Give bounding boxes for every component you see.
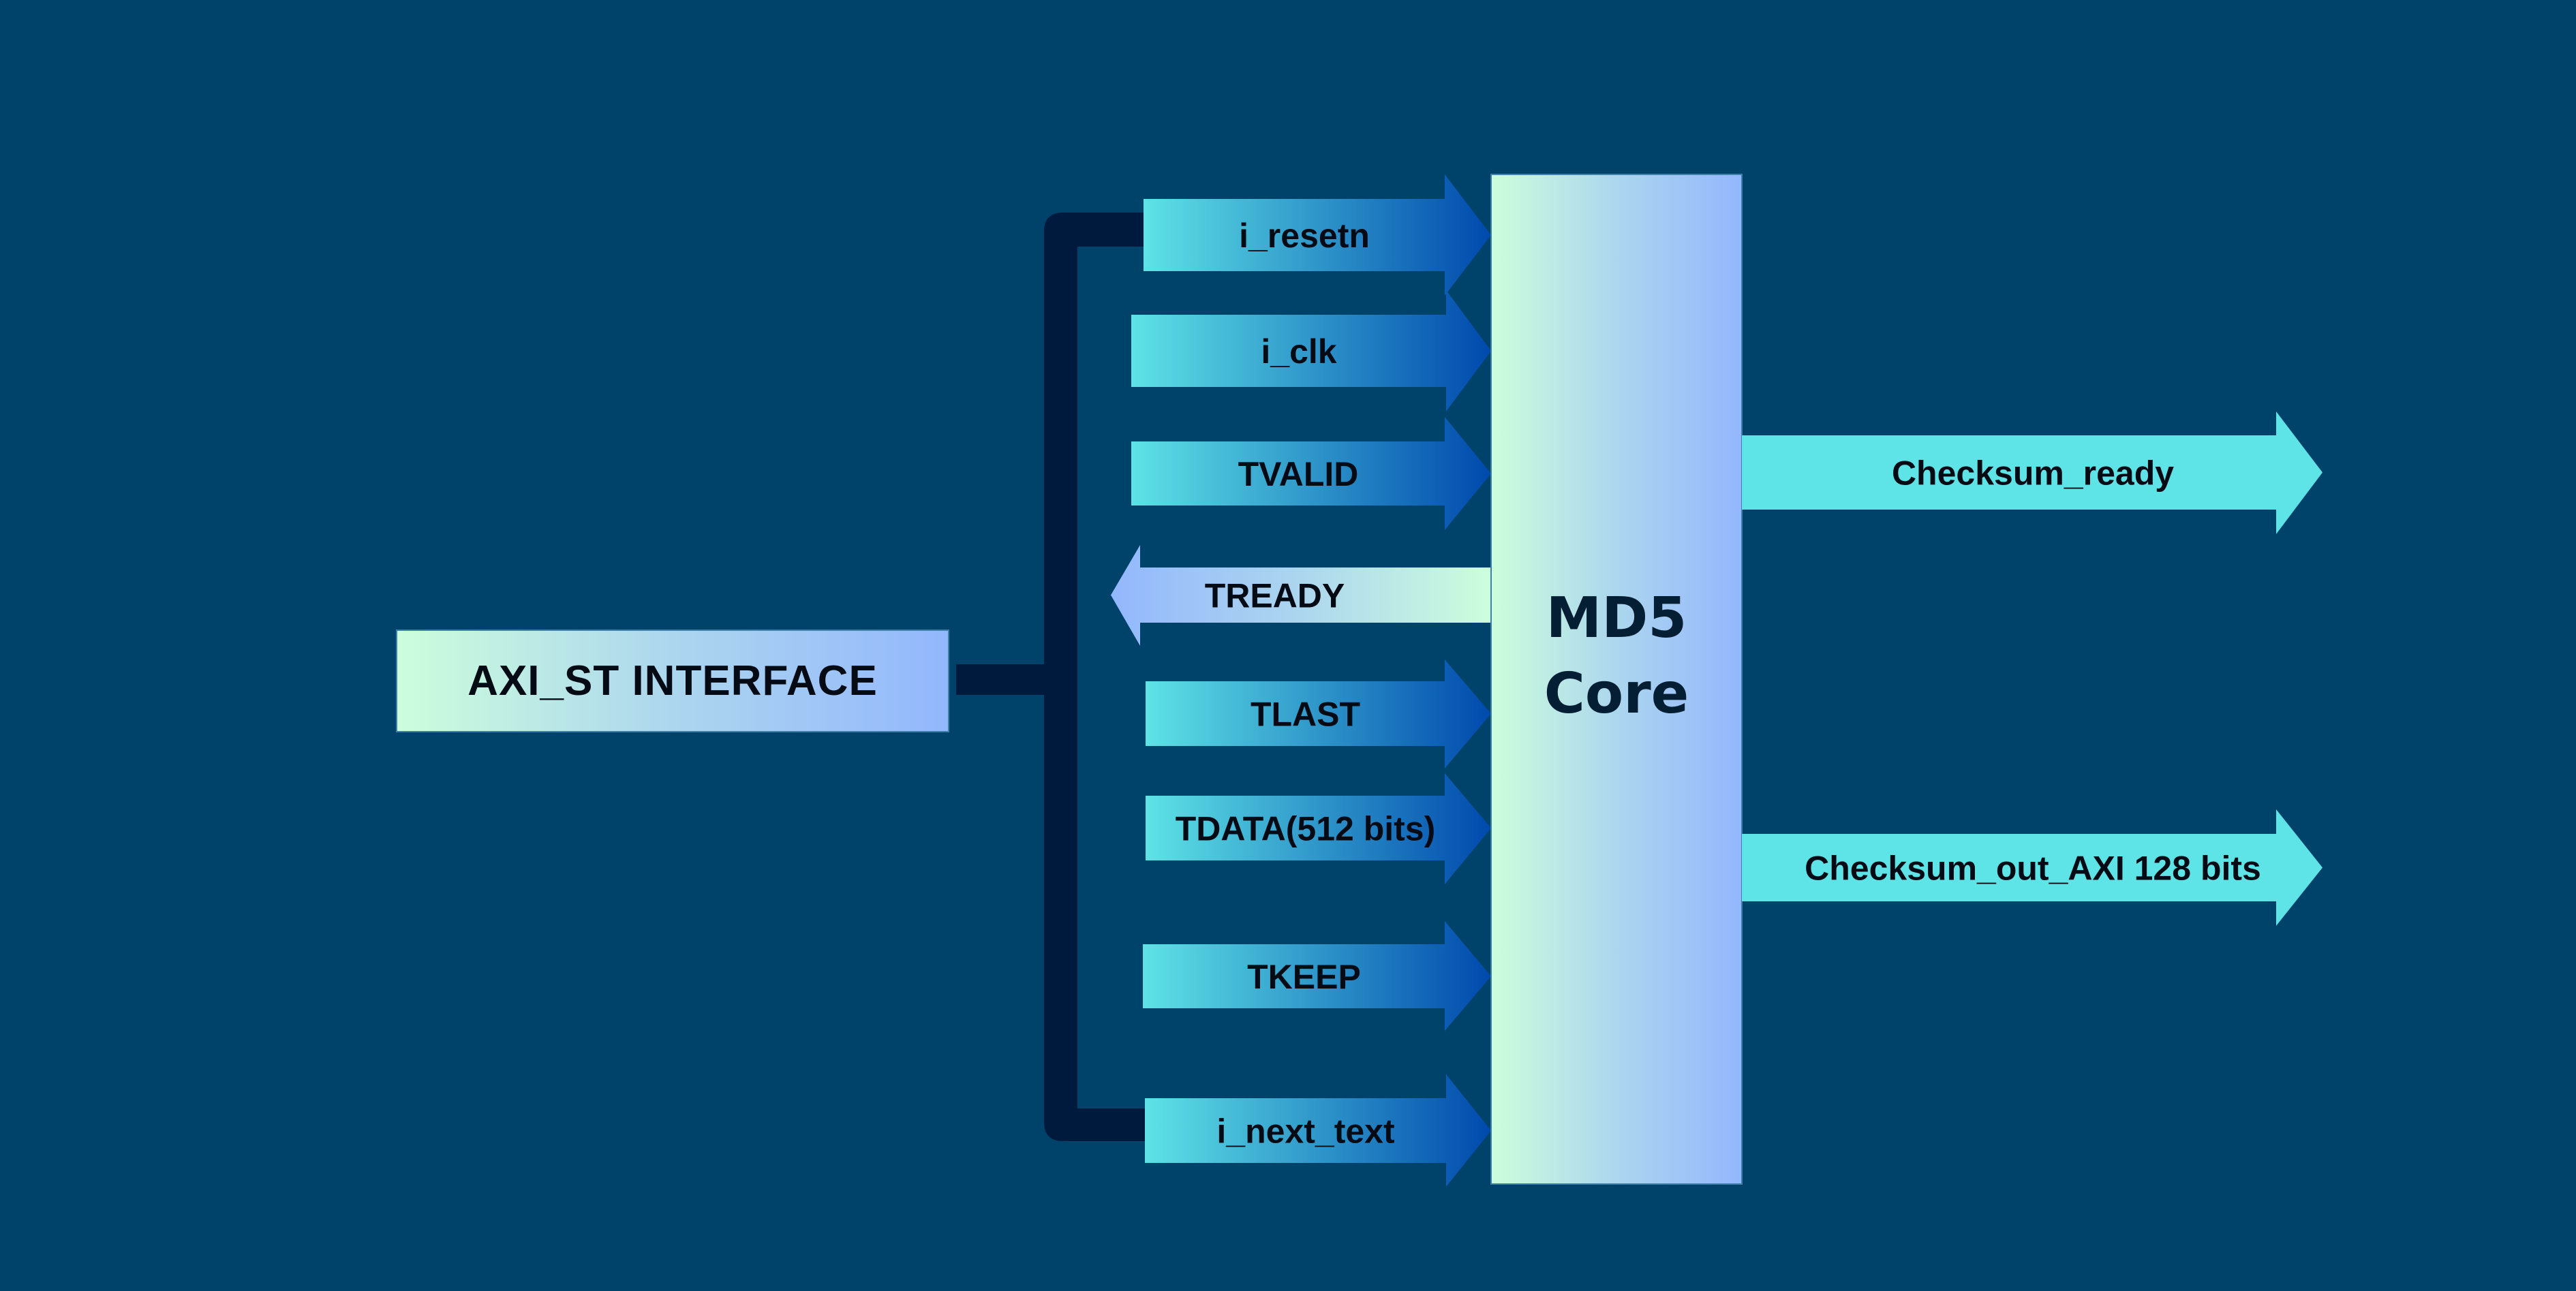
axi-st-interface-block[interactable]: AXI_ST INTERFACE (396, 629, 949, 732)
output-signal-label: Checksum_out_AXI 128 bits (1805, 850, 2261, 888)
md5-core-label-line2: Core (1544, 662, 1689, 726)
signal-label: TREADY (1205, 577, 1345, 615)
signal-arrow-tready[interactable]: TREADY (1111, 545, 1491, 646)
arrow-shape (1131, 417, 1491, 530)
arrow-shape (1145, 1074, 1491, 1187)
signal-label: i_resetn (1239, 217, 1370, 255)
axi-block-label: AXI_ST INTERFACE (467, 657, 878, 704)
arrow-shape (1742, 809, 2322, 926)
signal-label: TVALID (1238, 455, 1359, 493)
bracket-shape (1044, 213, 1159, 1141)
arrow-shape (1111, 545, 1491, 646)
output-arrow-checksum-ready[interactable]: Checksum_ready (1742, 411, 2322, 534)
output-signal-label: Checksum_ready (1892, 454, 2174, 493)
arrow-shape (1144, 174, 1491, 296)
arrow-shape (1143, 921, 1491, 1031)
arrow-shape (1146, 659, 1491, 768)
signal-arrow-tdata-512-bits[interactable]: TDATA(512 bits) (1146, 773, 1491, 884)
arrow-shape (1146, 773, 1491, 884)
signal-label: TDATA(512 bits) (1176, 810, 1436, 848)
arrow-shape (1131, 290, 1491, 411)
signal-arrow-i-clk[interactable]: i_clk (1131, 290, 1491, 411)
md5-core-block[interactable]: MD5 Core (1490, 174, 1743, 1185)
signal-arrow-tvalid[interactable]: TVALID (1131, 417, 1491, 530)
signal-label: i_next_text (1216, 1113, 1395, 1151)
bus-bracket (956, 213, 1159, 1141)
connector-stub (956, 664, 1052, 695)
md5-core-rect (1490, 174, 1743, 1185)
signal-label: TLAST (1251, 696, 1360, 734)
arrow-shape (1742, 411, 2322, 534)
signal-arrow-tlast[interactable]: TLAST (1146, 659, 1491, 768)
signal-arrow-tkeep[interactable]: TKEEP (1143, 921, 1491, 1031)
signal-arrow-i-next-text[interactable]: i_next_text (1145, 1074, 1491, 1187)
axi-block-rect (396, 629, 949, 732)
output-arrow-checksum-out-axi-128-bits[interactable]: Checksum_out_AXI 128 bits (1742, 809, 2322, 926)
signal-label: TKEEP (1247, 958, 1361, 996)
signal-label: i_clk (1261, 332, 1336, 371)
md5-core-label-line1: MD5 (1546, 586, 1687, 651)
signal-arrow-i-resetn[interactable]: i_resetn (1144, 174, 1491, 296)
